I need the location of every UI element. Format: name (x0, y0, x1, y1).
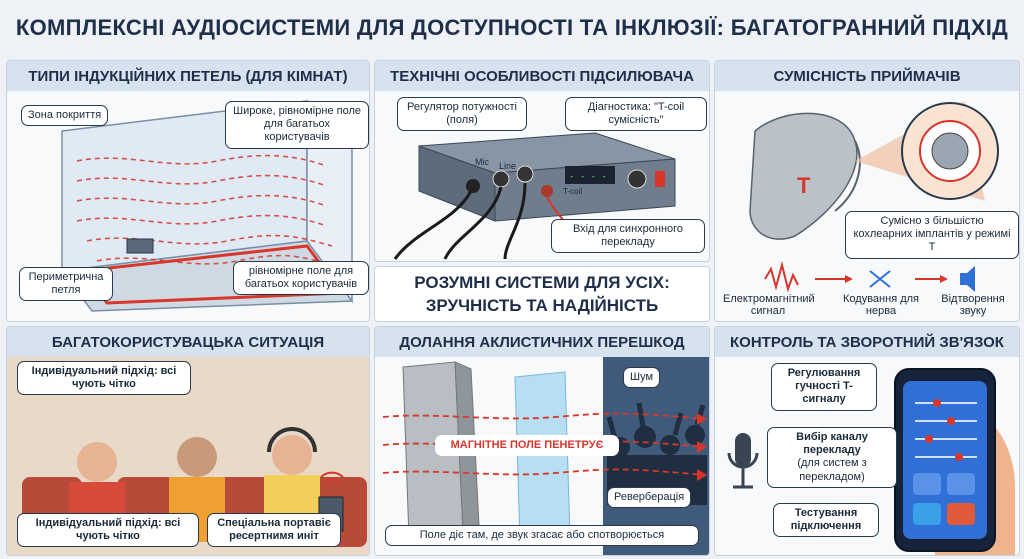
callout-sync-input: Вхід для синхронного перекладу (551, 219, 705, 254)
panel-loop-types-header: ТИПИ ІНДУКЦІЙНИХ ПЕТЕЛЬ (ДЛЯ КІМНАТ) (7, 61, 369, 91)
panel-receiver: СУМІСНІСТЬ ПРИЙМАЧІВ T Сумісно з більшіс… (714, 60, 1020, 322)
callout-coverage: Зона покриття (21, 105, 109, 127)
t-letter: T (797, 173, 811, 198)
callout-diagnostics: Діагностика: "T-coil сумісність" (565, 97, 707, 132)
callout-channel: Вибір каналу перекладу (для систем з пер… (767, 427, 897, 488)
smart-line-1: РОЗУМНІ СИСТЕМИ ДЛЯ УСІХ: (414, 273, 670, 292)
callout-power-control: Регулятор потужності (поля) (397, 97, 527, 132)
panel-obstacles-header: ДОЛАННЯ АКЛИСТИЧНИХ ПЕРЕШКОД (375, 327, 709, 357)
panel-obstacles: ДОЛАННЯ АКЛИСТИЧНИХ ПЕРЕШКОД Шум МАГНІТН… (374, 326, 710, 556)
line-port-label: Line (499, 161, 517, 171)
hearing-aid-illustration (749, 101, 999, 293)
panel-amplifier: ТЕХНІЧНІ ОСОБЛИВОСТІ ПІДСИЛЮВАЧА - - - -… (374, 60, 710, 262)
mic-port-label: Mic (475, 157, 489, 167)
svg-text:- - - -: - - - - (569, 172, 607, 182)
panel-multi-user-header: БАГАТОКОРИСТУВАЦЬКА СИТУАЦІЯ (7, 327, 369, 357)
page-title: КОМПЛЕКСНІ АУДІОСИСТЕМИ ДЛЯ ДОСТУПНОСТІ … (15, 15, 1009, 40)
panel-receiver-header: СУМІСНІСТЬ ПРИЙМАЧІВ (715, 61, 1019, 91)
callout-channel-sub: (для систем з перекладом) (797, 457, 867, 483)
callout-field-penetrates: МАГНІТНЕ ПОЛЕ ПЕНЕТРУЄ (435, 435, 619, 457)
callout-reverb: Реверберація (607, 487, 692, 509)
callout-test: Тестування підключення (773, 503, 879, 538)
tcoil-port-label: T-coil (563, 187, 583, 196)
callout-cochlear: Сумісно з більшістю кохлеарних імплантів… (845, 211, 1019, 259)
panel-smart-systems: РОЗУМНІ СИСТЕМИ ДЛЯ УСІХ: ЗРУЧНІСТЬ ТА Н… (374, 266, 710, 322)
callout-wide-field: Широке, рівномірне поле для багатьох кор… (225, 101, 369, 149)
panel-control-header: КОНТРОЛЬ ТА ЗВОРОТНИЙ ЗВ'ЯЗОК (715, 327, 1019, 357)
callout-portable: Спеціальна портавіє ресертнимя иніт (207, 513, 341, 548)
smart-line-2: ЗРУЧНІСТЬ ТА НАДІЙНІСТЬ (425, 296, 659, 315)
panel-multi-user: БАГАТОКОРИСТУВАЦЬКА СИТУАЦІЯ Індивідуаль… (6, 326, 370, 556)
panel-amplifier-header: ТЕХНІЧНІ ОСОБЛИВОСТІ ПІДСИЛЮВАЧА (375, 61, 709, 91)
callout-field-note: Поле діє там, де звук згасає або спотвор… (385, 525, 699, 547)
callout-individual-bottom: Індивідуальний підхід: всі чують чітко (17, 513, 199, 548)
panel-control: КОНТРОЛЬ ТА ЗВОРОТНИЙ ЗВ'ЯЗОК Регулюванн… (714, 326, 1020, 556)
callout-noise: Шум (623, 367, 661, 389)
callout-channel-main: Вибір каналу перекладу (796, 431, 868, 457)
phone-illustration (727, 368, 1015, 555)
amplifier-illustration: - - - - (393, 132, 676, 260)
callout-individual-top: Індивідуальний підхід: всі чують чітко (17, 361, 191, 396)
callout-perimeter: Периметрична петля (19, 267, 113, 302)
panel-loop-types: ТИПИ ІНДУКЦІЙНИХ ПЕТЕЛЬ (ДЛЯ КІМНАТ) Зон… (6, 60, 370, 322)
step-electromagnetic: Електромагнітний сигнал (723, 293, 815, 317)
step-playback: Відтворення звуку (941, 293, 1005, 317)
step-encoding: Кодування для нерва (843, 293, 919, 317)
callout-uniform-field: рівномірне поле для багатьох користувачі… (233, 261, 369, 296)
callout-volume: Регулювання гучності T-сигналу (771, 363, 877, 411)
